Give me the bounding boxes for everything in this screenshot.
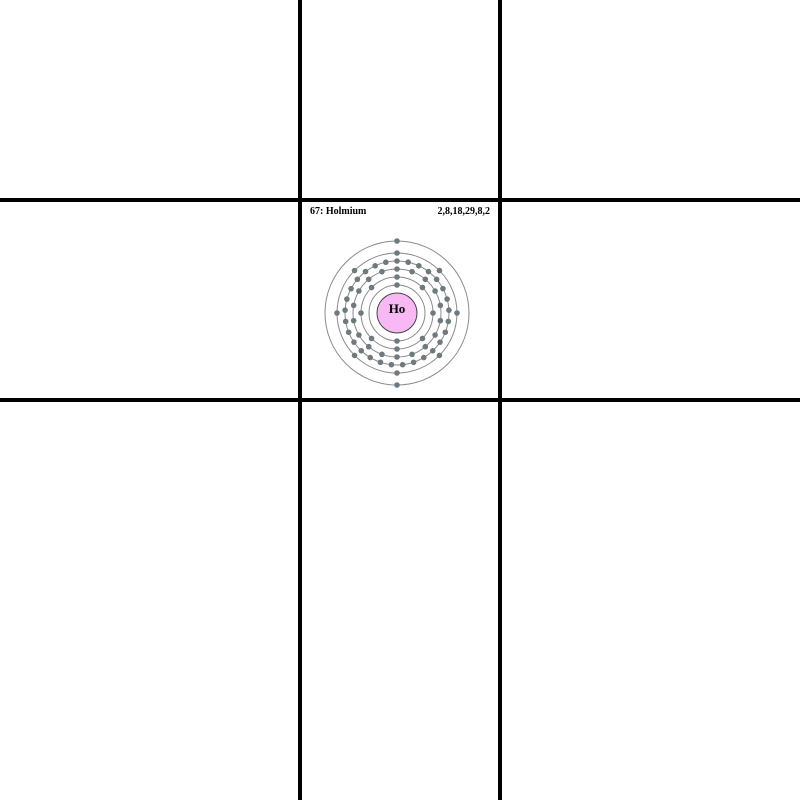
electron [394, 370, 400, 376]
grid-line-horizontal-top [0, 198, 800, 202]
electron [425, 268, 432, 275]
electron [419, 284, 426, 291]
electron [437, 302, 444, 309]
electron [367, 354, 373, 361]
electron [437, 339, 443, 345]
electron [358, 347, 365, 354]
electron [421, 354, 427, 361]
electron [436, 352, 443, 359]
electron [410, 359, 417, 366]
electron [362, 268, 369, 275]
electron [394, 274, 400, 280]
electron [422, 343, 429, 350]
electron [440, 285, 446, 292]
electron [368, 284, 375, 291]
nucleus [376, 292, 418, 334]
electron [394, 354, 400, 360]
electron [379, 351, 385, 358]
electron [354, 276, 361, 283]
electron [394, 238, 400, 244]
electron [356, 332, 362, 338]
electron [432, 288, 438, 294]
electron [334, 310, 340, 316]
electron [342, 307, 348, 313]
electron [383, 259, 389, 266]
element-tile: 67: Holmium 2,8,18,29,8,2 Ho [302, 202, 498, 398]
electron [394, 338, 400, 344]
electron-configuration: 2,8,18,29,8,2 [437, 206, 491, 217]
electron [356, 288, 362, 294]
electron [372, 263, 378, 269]
bohr-model-diagram [324, 238, 470, 388]
electron [437, 317, 444, 324]
electron [379, 268, 385, 275]
electron [433, 276, 440, 283]
electron [399, 361, 406, 368]
electron [377, 359, 384, 366]
electron [394, 250, 400, 256]
electron [388, 361, 395, 368]
electron [394, 382, 400, 388]
electron [350, 317, 357, 324]
electron [432, 332, 438, 338]
electron [430, 310, 436, 316]
electron [368, 335, 375, 342]
electron [342, 318, 349, 325]
electron [394, 266, 400, 272]
electron [394, 258, 400, 264]
electron [348, 285, 354, 292]
electron [442, 329, 449, 336]
electron [350, 302, 357, 309]
electron [454, 310, 460, 316]
electron [405, 259, 411, 266]
electron [419, 335, 426, 342]
electron [365, 276, 372, 283]
grid-line-horizontal-bottom [0, 398, 800, 402]
electron [436, 267, 443, 274]
electron [344, 296, 350, 302]
electron [351, 339, 357, 345]
element-title: 67: Holmium [310, 206, 367, 217]
electron [429, 347, 436, 354]
electron [422, 276, 429, 283]
electron [394, 346, 400, 352]
electron [358, 310, 364, 316]
electron [446, 307, 452, 313]
electron [409, 351, 415, 358]
electron [445, 318, 452, 325]
electron [416, 263, 422, 269]
element-symbol: Ho [388, 301, 406, 316]
electron [365, 343, 372, 350]
electron [444, 296, 450, 302]
electron [394, 282, 400, 288]
electron [345, 329, 352, 336]
electron [409, 268, 415, 275]
electron [351, 352, 358, 359]
electron [351, 267, 358, 274]
